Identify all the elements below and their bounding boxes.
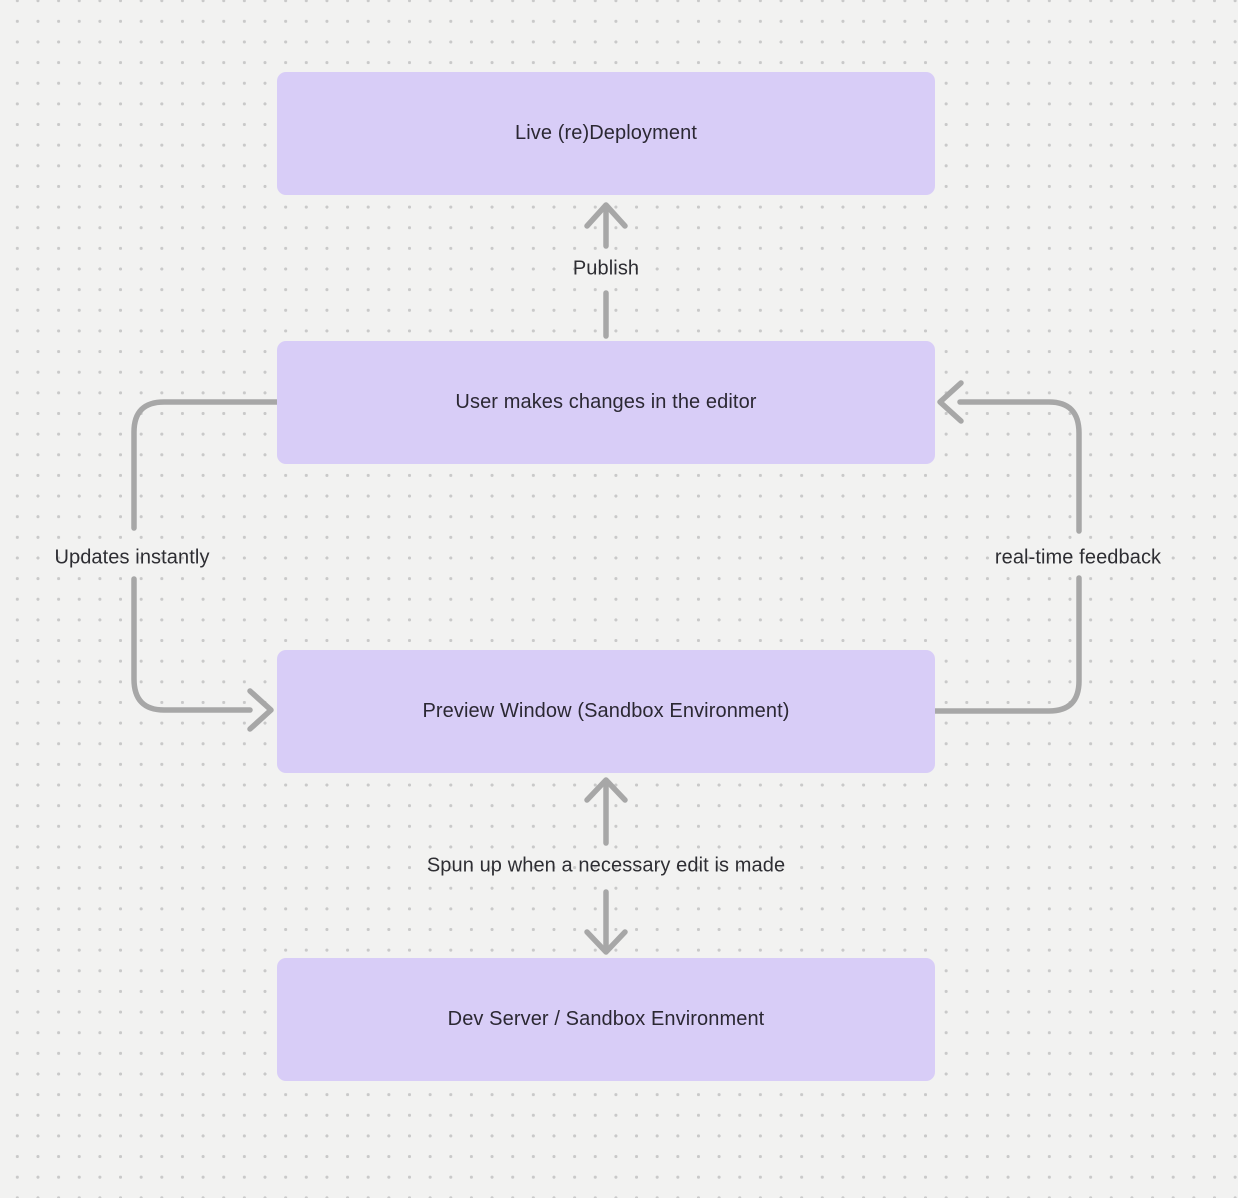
node-editor[interactable]: User makes changes in the editor: [277, 341, 935, 464]
edge-label-real-time-feedback: real-time feedback: [994, 546, 1162, 569]
updates-instantly-edge-upper-segment: [131, 399, 280, 531]
spin-up-arrowhead-down-icon: [584, 929, 628, 955]
real-time-feedback-edge-lower-segment: [932, 575, 1082, 714]
edge-label-spin-up: Spun up when a necessary edit is made: [426, 854, 786, 877]
edge-label-publish: Publish: [572, 257, 640, 280]
node-preview-window[interactable]: Preview Window (Sandbox Environment): [277, 650, 935, 773]
node-dev-server[interactable]: Dev Server / Sandbox Environment: [277, 958, 935, 1081]
node-label: User makes changes in the editor: [455, 391, 757, 413]
spin-up-arrowhead-up-icon: [584, 777, 628, 803]
node-label: Live (re)Deployment: [515, 122, 697, 144]
node-label: Preview Window (Sandbox Environment): [422, 700, 790, 722]
edge-label-updates-instantly: Updates instantly: [54, 546, 210, 569]
publish-arrowhead-up-icon: [584, 202, 628, 229]
updates-instantly-edge-lower-segment: [131, 576, 253, 713]
node-label: Dev Server / Sandbox Environment: [447, 1008, 765, 1030]
node-live-redeployment[interactable]: Live (re)Deployment: [277, 72, 935, 195]
real-time-feedback-arrowhead-left-icon: [937, 380, 964, 424]
updates-instantly-arrowhead-right-icon: [247, 688, 274, 732]
real-time-feedback-edge-upper-segment: [957, 399, 1082, 534]
